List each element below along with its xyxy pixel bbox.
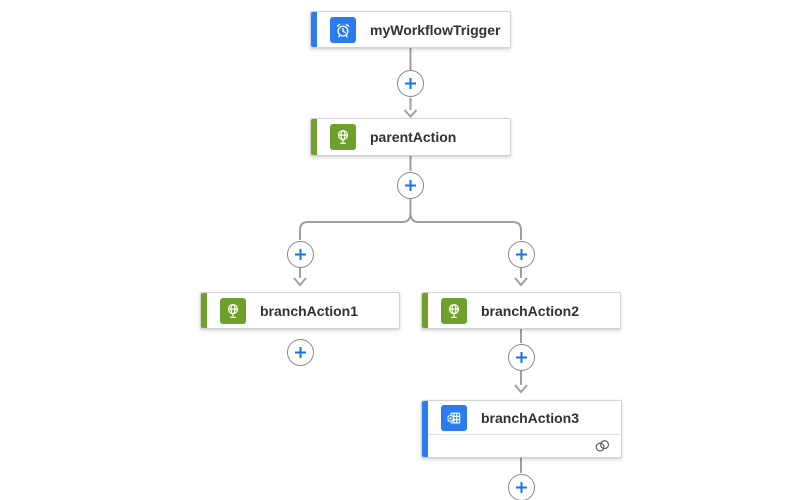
node-main-row: myWorkflowTrigger <box>311 12 510 47</box>
add-step-button[interactable] <box>397 172 424 199</box>
alarm-clock-icon <box>330 16 356 43</box>
plus-icon <box>405 78 416 89</box>
node-label: branchAction3 <box>481 409 580 426</box>
workflow-node-branchaction2[interactable]: branchAction2 <box>421 292 621 329</box>
workflow-node-trigger[interactable]: myWorkflowTrigger <box>310 11 511 48</box>
connection-icon <box>595 440 610 452</box>
node-main-row: parentAction <box>311 119 510 155</box>
node-label: branchAction1 <box>260 302 359 319</box>
node-main-row: branchAction3 <box>422 401 621 434</box>
outlook-icon <box>441 404 467 431</box>
add-step-button[interactable] <box>397 70 424 97</box>
workflow-node-branchaction3[interactable]: branchAction3 <box>421 400 622 458</box>
node-footer <box>428 434 621 457</box>
add-step-button[interactable] <box>287 339 314 366</box>
add-step-button[interactable] <box>287 241 314 268</box>
plus-icon <box>295 347 306 358</box>
plus-icon <box>516 352 527 363</box>
add-step-button[interactable] <box>508 344 535 371</box>
accent-bar <box>311 12 317 47</box>
node-label: parentAction <box>370 129 457 145</box>
workflow-node-branchaction1[interactable]: branchAction1 <box>200 292 400 329</box>
node-label: branchAction2 <box>481 302 580 319</box>
node-main-row: branchAction1 <box>201 293 399 328</box>
globe-icon <box>330 124 356 150</box>
plus-icon <box>295 249 306 260</box>
plus-icon <box>405 180 416 191</box>
plus-icon <box>516 249 527 260</box>
node-main-row: branchAction2 <box>422 293 620 328</box>
accent-bar <box>311 119 317 155</box>
workflow-node-parentaction[interactable]: parentAction <box>310 118 511 156</box>
accent-bar <box>422 293 428 328</box>
globe-icon <box>441 297 467 324</box>
accent-bar <box>422 401 428 457</box>
node-label: myWorkflowTrigger <box>370 21 501 38</box>
plus-icon <box>516 482 527 493</box>
add-step-button[interactable] <box>508 241 535 268</box>
globe-icon <box>220 297 246 324</box>
add-step-button[interactable] <box>508 474 535 500</box>
accent-bar <box>201 293 207 328</box>
